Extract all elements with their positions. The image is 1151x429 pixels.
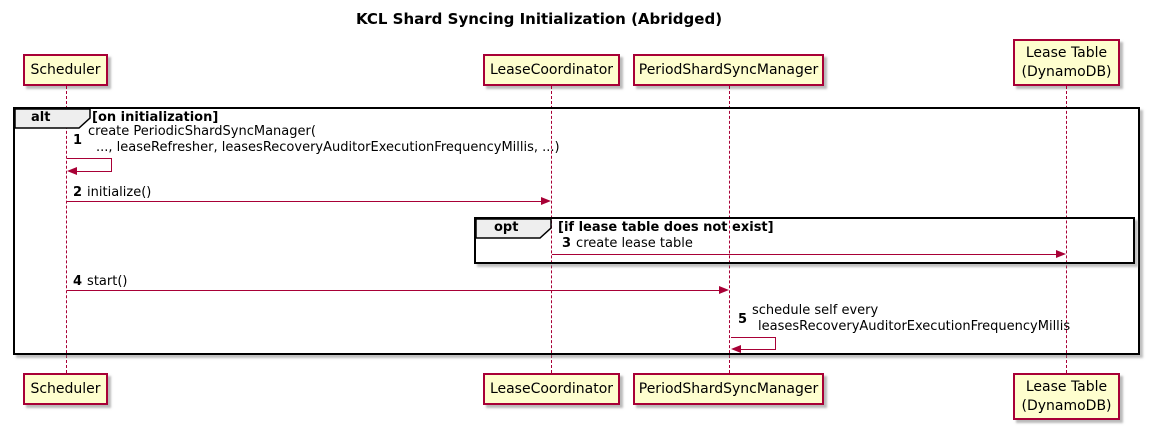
opt-operator-label: opt (494, 220, 519, 235)
participant-label: PeriodShardSyncManager (638, 380, 819, 397)
message-1-number: 1 (73, 133, 83, 148)
alt-frame-tab (15, 109, 91, 129)
opt-frame-tab (476, 219, 552, 239)
message-5-self-arrow-bottom (740, 349, 776, 350)
message-2-arrow-line (67, 201, 542, 202)
message-3-arrow-line (552, 254, 1057, 255)
participant-label: Lease Table (DynamoDB) (1021, 378, 1112, 414)
message-5-text-line1: schedule self every (752, 303, 879, 318)
message-5-number: 5 (738, 312, 748, 327)
opt-guard-label: [if lease table does not exist] (558, 220, 774, 235)
message-5-self-arrow-side (775, 337, 776, 350)
message-1-arrowhead-icon (67, 167, 77, 175)
alt-operator-label: alt (31, 110, 51, 125)
participant-label: Scheduler (30, 61, 101, 78)
participant-label: LeaseCoordinator (489, 61, 614, 78)
participant-bottom-periodshardsyncmanager: PeriodShardSyncManager (633, 373, 824, 405)
message-4-arrowhead-icon (719, 286, 729, 294)
message-4-text: start() (87, 274, 128, 289)
message-2-arrowhead-icon (541, 197, 551, 205)
participant-label: Lease Table (DynamoDB) (1021, 44, 1112, 80)
participant-top-leasecoordinator: LeaseCoordinator (483, 54, 620, 86)
participant-bottom-leasecoordinator: LeaseCoordinator (483, 373, 620, 405)
message-1-self-arrow-side (111, 158, 112, 172)
message-4-label: 4 start() (73, 274, 127, 289)
opt-frame (474, 217, 1135, 264)
message-3-text: create lease table (576, 236, 693, 251)
message-1-text-line2: ..., leaseRefresher, leasesRecoveryAudit… (96, 140, 560, 155)
message-3-arrowhead-icon (1056, 250, 1066, 258)
message-3-number: 3 (562, 236, 572, 251)
message-4-number: 4 (73, 274, 83, 289)
participant-top-leasetable: Lease Table (DynamoDB) (1013, 39, 1120, 86)
lifeline-periodshardsyncmanager (729, 86, 730, 373)
message-5-text-line2: leasesRecoveryAuditorExecutionFrequencyM… (758, 319, 1071, 334)
message-5-self-arrow-top (731, 337, 776, 338)
message-5-arrowhead-icon (731, 345, 741, 353)
message-1-text-line1: create PeriodicShardSyncManager( (88, 124, 316, 139)
message-2-text: initialize() (87, 185, 152, 200)
message-1-self-arrow-top (67, 158, 112, 159)
participant-label: LeaseCoordinator (489, 380, 614, 397)
message-2-number: 2 (73, 185, 83, 200)
participant-top-scheduler: Scheduler (23, 54, 108, 86)
message-4-arrow-line (67, 290, 720, 291)
diagram-title: KCL Shard Syncing Initialization (Abridg… (355, 10, 723, 28)
lifeline-leasecoordinator (551, 86, 552, 373)
participant-label: Scheduler (30, 380, 101, 397)
participant-bottom-leasetable: Lease Table (DynamoDB) (1013, 373, 1120, 420)
message-1-self-arrow-bottom (76, 171, 112, 172)
participant-bottom-scheduler: Scheduler (23, 373, 108, 405)
participant-top-periodshardsyncmanager: PeriodShardSyncManager (633, 54, 824, 86)
alt-frame (13, 107, 1140, 355)
message-2-label: 2 initialize() (73, 185, 151, 200)
lifeline-leasetable (1066, 86, 1067, 373)
participant-label: PeriodShardSyncManager (638, 61, 819, 78)
lifeline-scheduler (66, 86, 67, 373)
message-3-label: 3 create lease table (562, 236, 693, 251)
alt-guard-label: [on initialization] (92, 110, 219, 125)
